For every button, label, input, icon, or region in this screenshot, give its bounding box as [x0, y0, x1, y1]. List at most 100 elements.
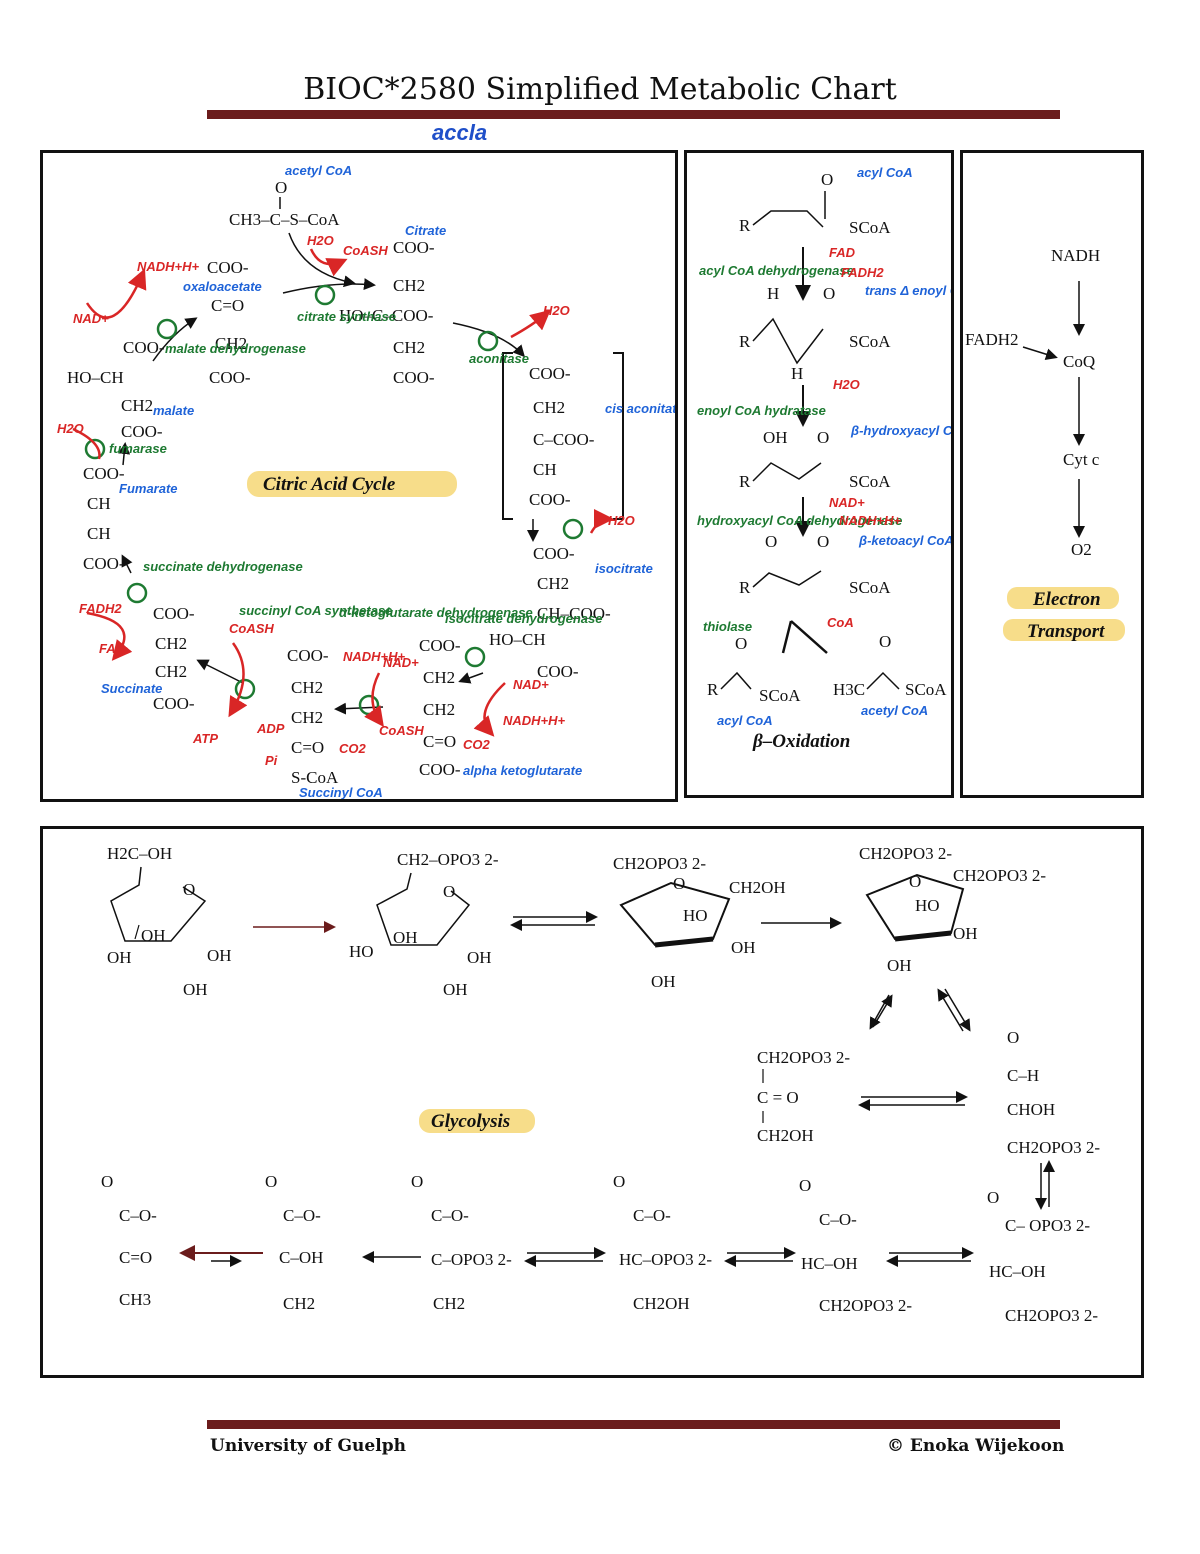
svg-text:CH2: CH2	[533, 398, 565, 417]
note-succinate: Succinate	[101, 681, 162, 696]
etc-coq: CoQ	[1063, 352, 1095, 371]
svg-text:COO-: COO-	[83, 554, 125, 573]
svg-text:O: O	[275, 178, 287, 197]
svg-text:O: O	[765, 532, 777, 551]
svg-text:R: R	[739, 216, 751, 235]
svg-text:SCoA: SCoA	[849, 218, 891, 237]
fructose-6-phosphate: CH2OPO3 2- CH2OH O HO OH OH	[613, 854, 786, 991]
note-fumarate: Fumarate	[119, 481, 178, 496]
svg-text:CH2: CH2	[291, 708, 323, 727]
svg-text:CH2: CH2	[393, 276, 425, 295]
acyl-coa-start: O R SCoA	[739, 170, 891, 237]
svg-text:CH: CH	[533, 460, 557, 479]
enzyme-8: malate dehydrogenase	[165, 341, 306, 356]
svg-text:H: H	[791, 364, 803, 383]
beta-note-s1: acyl CoA	[857, 165, 913, 180]
svg-text:C=O: C=O	[423, 732, 456, 751]
svg-text:CH2: CH2	[423, 668, 455, 687]
beta-note-p1: acyl CoA	[717, 713, 773, 728]
svg-text:COO-: COO-	[529, 364, 571, 383]
glyceraldehyde-3-phosphate: O C–H CHOH CH2OPO3 2-	[1007, 1028, 1100, 1157]
svg-text:C– OPO3 2-: C– OPO3 2-	[1005, 1216, 1090, 1235]
svg-text:CH3: CH3	[119, 1290, 151, 1309]
svg-text:O: O	[613, 1172, 625, 1191]
tca-label: Citric Acid Cycle	[263, 474, 396, 495]
svg-text:O: O	[265, 1172, 277, 1191]
svg-text:O: O	[443, 882, 455, 901]
svg-text:CH2: CH2	[215, 334, 247, 353]
svg-text:OH: OH	[107, 948, 132, 967]
svg-text:COO-: COO-	[529, 490, 571, 509]
note-succinyl: Succinyl CoA	[299, 785, 383, 799]
svg-text:HO: HO	[349, 942, 374, 961]
svg-text:COO-: COO-	[533, 544, 575, 563]
acetyl-coa-product: O H3C SCoA	[833, 632, 947, 699]
glycolysis-panel: H2C–OH O OH OH OH OH CH2–OPO3 2- O OH HO…	[40, 826, 1144, 1378]
footer-right: © Enoka Wijekoon	[887, 1436, 1065, 1456]
svg-text:R: R	[707, 680, 719, 699]
enol-pyruvate: O C–O- C–OH CH2	[265, 1172, 323, 1313]
svg-text:H2C–OH: H2C–OH	[107, 844, 172, 863]
svg-text:C=O: C=O	[119, 1248, 152, 1267]
note-akg: alpha ketoglutarate	[463, 763, 582, 778]
page-title: BIOC*2580 Simplified Metabolic Chart	[303, 72, 897, 107]
glycolysis-label: Glycolysis	[431, 1111, 510, 1132]
beta-cof-nad: NAD+	[829, 495, 865, 510]
acyl-coa-product: O R SCoA	[707, 634, 801, 705]
svg-text:CH2OH: CH2OH	[757, 1126, 814, 1145]
ketoacyl-coa: O O R SCoA	[739, 532, 891, 597]
svg-text:H3C: H3C	[833, 680, 865, 699]
beta-enzyme-2: enoyl CoA hydratase	[697, 403, 826, 418]
malate: COO- HO–CH CH2 COO-	[67, 338, 165, 441]
glucose: H2C–OH O OH OH OH OH	[107, 844, 232, 999]
svg-text:OH: OH	[393, 928, 418, 947]
enzyme-5: succinyl CoA synthetase	[239, 603, 392, 618]
cof-coash-2: CoASH	[379, 723, 424, 738]
2-phosphoglycerate: O C–O- HC–OPO3 2- CH2OH	[613, 1172, 712, 1313]
svg-text:CH–COO-: CH–COO-	[537, 604, 611, 623]
svg-text:O: O	[183, 880, 195, 899]
cof-nadh-3: NADH+H+	[137, 259, 200, 274]
svg-text:HC–OH: HC–OH	[801, 1254, 858, 1273]
svg-text:O: O	[823, 284, 835, 303]
step-markers	[84, 284, 584, 716]
svg-text:COO-: COO-	[537, 662, 579, 681]
svg-text:COO-: COO-	[121, 422, 163, 441]
cof-coash-1: CoASH	[343, 243, 388, 258]
svg-text:SCoA: SCoA	[759, 686, 801, 705]
succinate: COO- CH2 CH2 COO-	[153, 604, 195, 713]
beta-note-s3: β-hydroxyacyl CoA	[850, 423, 951, 438]
svg-text:CH: CH	[87, 524, 111, 543]
svg-text:CH2: CH2	[155, 662, 187, 681]
title-rule	[207, 110, 1060, 119]
citric-acid-cycle-panel: Citric Acid Cycle O CH3–C–S–CoA acetyl C…	[40, 150, 684, 802]
svg-text:O: O	[817, 532, 829, 551]
cof-coash-3: CoASH	[229, 621, 274, 636]
phosphoenolpyruvate: O C–O- C–OPO3 2- CH2	[411, 1172, 512, 1313]
cof-fadh: FADH2	[79, 601, 122, 616]
svg-text:OH: OH	[887, 956, 912, 975]
svg-text:CHOH: CHOH	[1007, 1100, 1055, 1119]
svg-text:CH2–OPO3 2-: CH2–OPO3 2-	[397, 850, 499, 869]
enzyme-4: α-ketoglutarate dehydrogenase	[339, 605, 533, 620]
cis-aconitate: COO- CH2 C–COO- CH COO-	[529, 364, 595, 509]
svg-text:SCoA: SCoA	[849, 332, 891, 351]
acetyl-coa: O CH3–C–S–CoA	[229, 178, 340, 229]
svg-text:SCoA: SCoA	[849, 578, 891, 597]
svg-text:C–O-: C–O-	[819, 1210, 857, 1229]
svg-text:C–OH: C–OH	[279, 1248, 323, 1267]
svg-text:R: R	[739, 332, 751, 351]
svg-text:COO-: COO-	[393, 238, 435, 257]
svg-text:C=O: C=O	[211, 296, 244, 315]
svg-text:H: H	[767, 284, 779, 303]
note-oxaloacetate: oxaloacetate	[183, 279, 262, 294]
alpha-ketoglutarate: COO- CH2 CH2 C=O COO-	[419, 636, 461, 779]
note-cis: cis aconitate	[605, 401, 675, 416]
etc-label-2: Transport	[1027, 621, 1105, 642]
etc-nadh: NADH	[1051, 246, 1100, 265]
enoyl-coa: H O R H SCoA	[739, 284, 891, 383]
svg-text:O: O	[101, 1172, 113, 1191]
svg-text:S-CoA: S-CoA	[291, 768, 339, 787]
beta-cof-fadh2: FADH2	[841, 265, 884, 280]
svg-text:OH: OH	[651, 972, 676, 991]
